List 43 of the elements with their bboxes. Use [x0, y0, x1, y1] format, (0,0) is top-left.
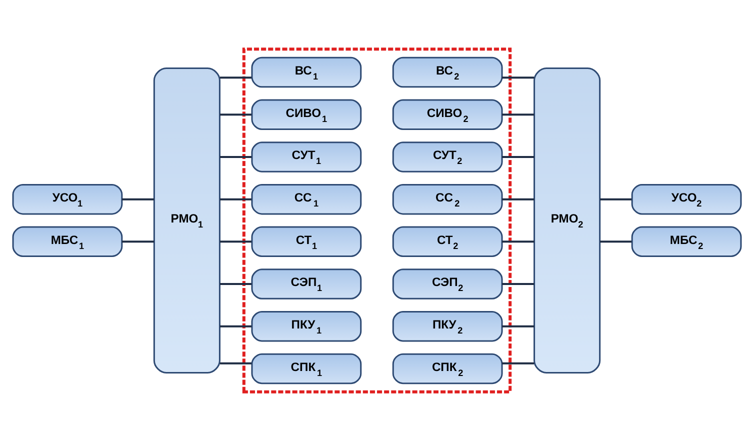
- connector: [502, 114, 534, 116]
- node-box: МБС$_{1}$: [12, 226, 123, 258]
- connector: [220, 283, 252, 286]
- connector: [502, 198, 534, 200]
- node-box: РМО$_{1}$: [153, 68, 220, 374]
- connector: [600, 198, 632, 200]
- node-box: ВС$_{2}$: [392, 56, 503, 88]
- node-box: СПК$_{2}$: [392, 353, 503, 384]
- cluster: [242, 48, 512, 394]
- node-box: СТ$_{2}$: [392, 226, 503, 258]
- node-box: РМО$_{2}$: [534, 68, 601, 374]
- node-box: СС$_{2}$: [392, 184, 503, 215]
- node-box: СЭП$_{2}$: [392, 268, 503, 300]
- node-box: УСО$_{1}$: [12, 184, 123, 215]
- connector: [502, 283, 534, 286]
- connector: [220, 362, 252, 364]
- connector: [220, 76, 252, 79]
- connector: [122, 240, 154, 243]
- connector: [220, 240, 252, 243]
- node-box: СТ$_{1}$: [251, 226, 362, 258]
- node-box: СИВО$_{2}$: [392, 99, 503, 130]
- node-box: СУТ$_{2}$: [392, 142, 503, 172]
- node-box: ПКУ$_{2}$: [392, 311, 503, 342]
- connector: [122, 198, 154, 200]
- node-box: ПКУ$_{1}$: [251, 311, 362, 342]
- node-box: ВС$_{1}$: [251, 56, 362, 88]
- node-box: СЭП$_{1}$: [251, 268, 362, 300]
- connector: [220, 198, 252, 200]
- node-box: МБС$_{2}$: [631, 226, 742, 258]
- node-box: СПК$_{1}$: [251, 353, 362, 384]
- connector: [220, 114, 252, 116]
- connector: [502, 156, 534, 158]
- node-box: СС$_{1}$: [251, 184, 362, 215]
- connector: [220, 156, 252, 158]
- node-box: УСО$_{2}$: [631, 184, 742, 215]
- connector: [220, 325, 252, 328]
- connector: [502, 76, 534, 79]
- node-box: СИВО$_{1}$: [251, 99, 362, 130]
- connector: [502, 325, 534, 328]
- connector: [600, 240, 632, 243]
- node-box: СУТ$_{1}$: [251, 142, 362, 172]
- connector: [502, 240, 534, 243]
- connector: [502, 362, 534, 364]
